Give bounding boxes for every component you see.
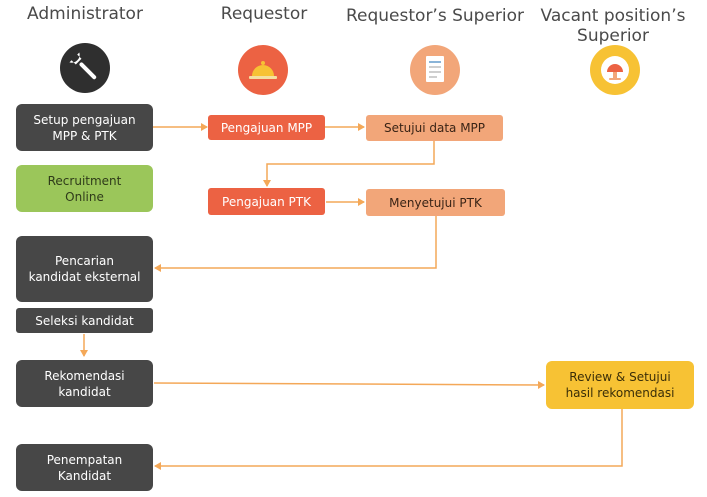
column-header-requestor: Requestor <box>220 4 308 24</box>
box-pengajuan-ptk: Pengajuan PTK <box>208 188 325 215</box>
arrow-rekomendasi-to-review <box>153 380 545 389</box>
arrow-review-to-penempatan <box>154 409 623 470</box>
document-icon <box>410 45 460 95</box>
service-bell-icon <box>238 45 288 95</box>
box-pencarian-kandidat: Pencarian kandidat eksternal <box>16 236 153 302</box>
column-header-administrator: Administrator <box>27 4 143 24</box>
arrow-menyetujui-ptk-to-pencarian <box>154 216 437 272</box>
box-review-setujui: Review & Setujui hasil rekomendasi <box>546 361 694 409</box>
box-setujui-data-mpp: Setujui data MPP <box>366 115 503 141</box>
column-header-requestors-superior: Requestor’s Superior <box>345 6 525 26</box>
box-pengajuan-mpp: Pengajuan MPP <box>208 115 325 140</box>
box-setup-pengajuan: Setup pengajuan MPP & PTK <box>16 104 153 151</box>
box-seleksi-kandidat: Seleksi kandidat <box>16 308 153 333</box>
box-penempatan-kandidat: Penempatan Kandidat <box>16 444 153 491</box>
wrench-icon <box>60 43 110 93</box>
column-header-vacant-position-superior: Vacant position’s Superior <box>540 6 686 46</box>
arrow-setujui-mpp-to-pengajuan-ptk <box>263 141 435 187</box>
box-menyetujui-ptk: Menyetujui PTK <box>366 189 505 216</box>
box-rekomendasi-kandidat: Rekomendasi kandidat <box>16 360 153 407</box>
desk-lamp-icon <box>590 45 640 95</box>
box-recruitment-online: Recruitment Online <box>16 165 153 212</box>
